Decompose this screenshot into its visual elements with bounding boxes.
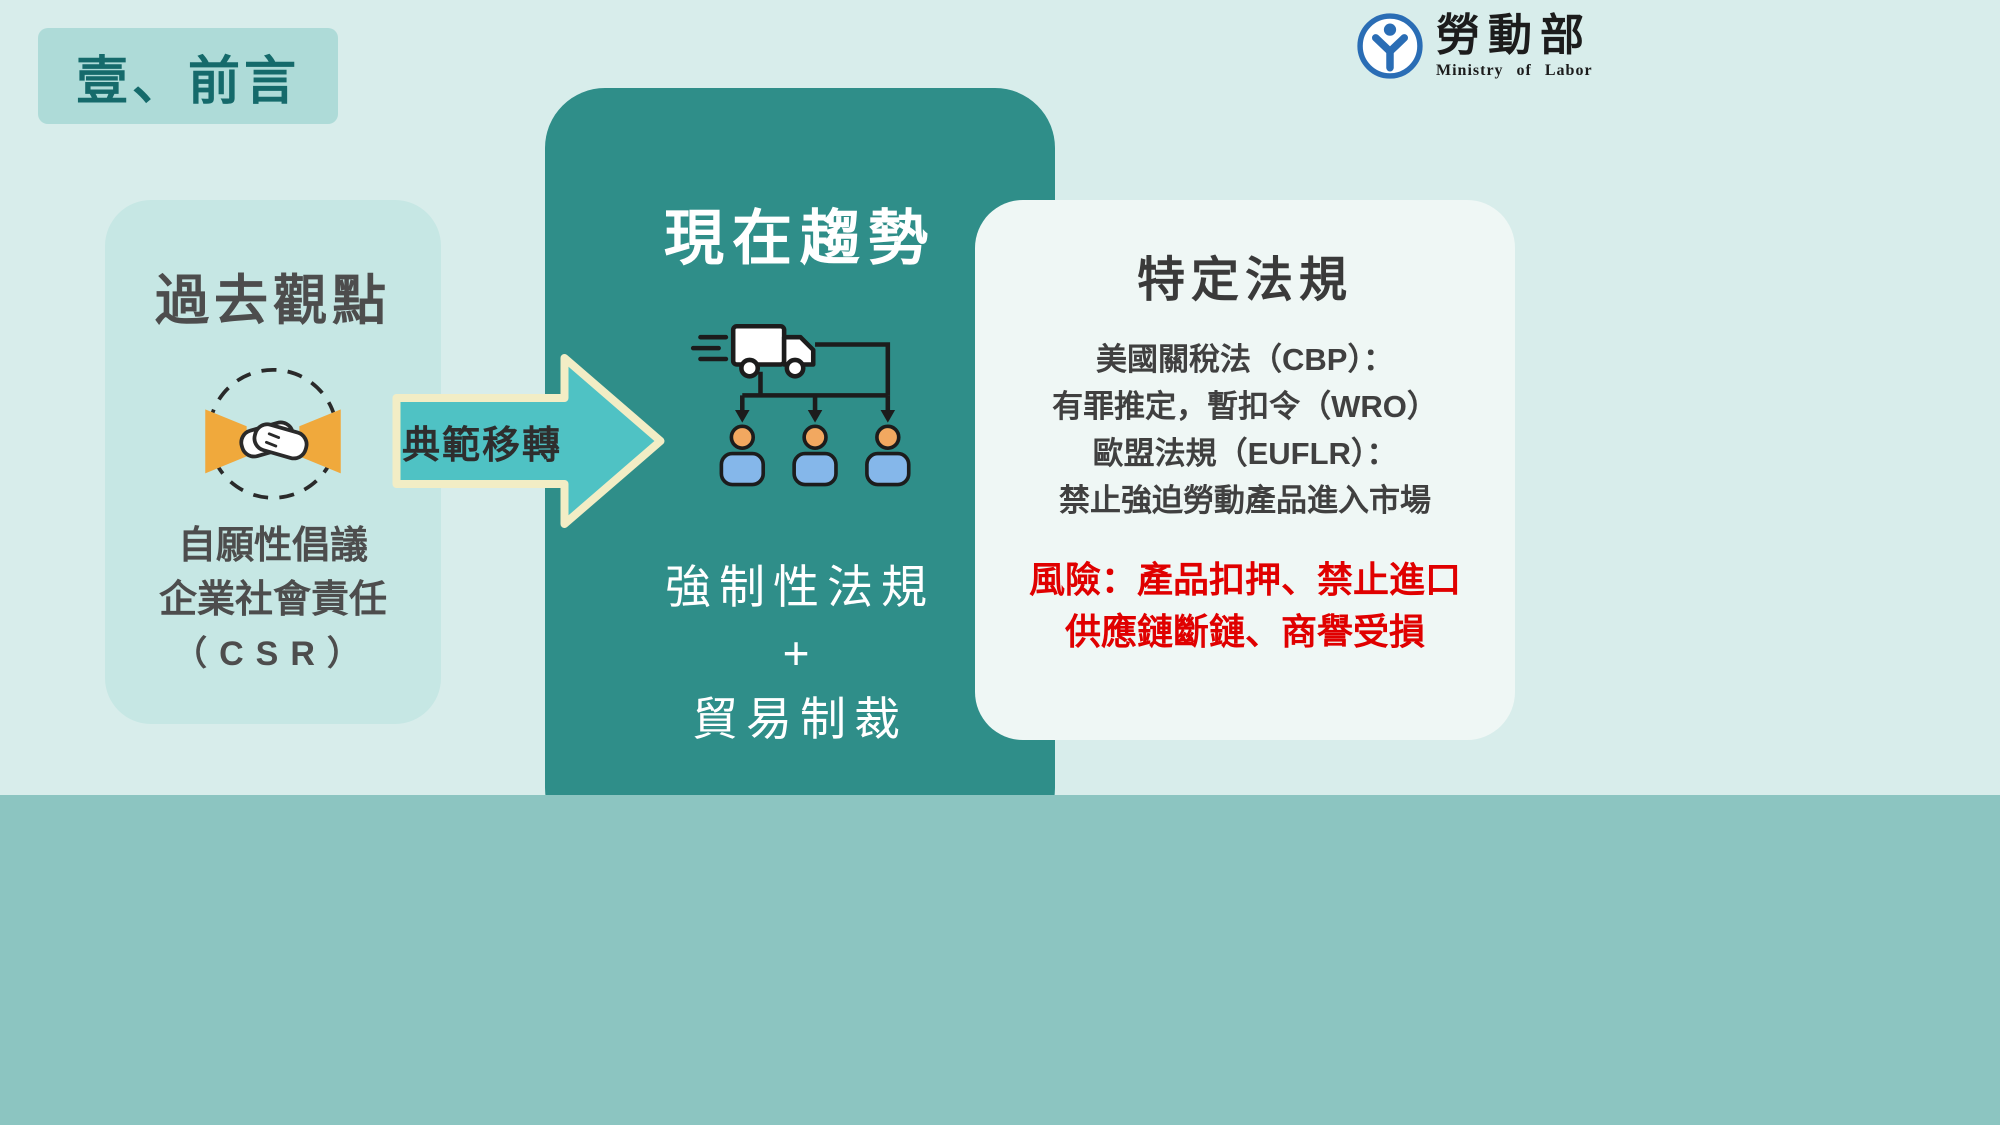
regulation-line: 歐盟法規（EUFLR）： bbox=[1092, 436, 1398, 471]
regulation-card: 特定法規 美國關稅法（CBP）： 有罪推定，暫扣令（WRO） 歐盟法規（EUFL… bbox=[975, 200, 1515, 740]
paradigm-shift-label: 典範移轉 bbox=[401, 424, 562, 467]
past-view-title: 過去觀點 bbox=[155, 271, 391, 331]
paradigm-shift-arrow: 典範移轉 bbox=[392, 346, 668, 536]
logo-texts: 勞動部 Ministry of Labor bbox=[1436, 12, 1593, 80]
csr-line: （CSR） bbox=[173, 635, 373, 673]
risk-line: 供應鏈斷鏈、商譽受損 bbox=[1064, 611, 1425, 652]
past-line: 自願性倡議 bbox=[177, 525, 368, 567]
section-title-badge: 壹、前言 bbox=[38, 28, 338, 124]
footer-band bbox=[0, 795, 2000, 1125]
truck-distribution-icon bbox=[690, 324, 911, 487]
org-name: 勞動部 bbox=[1436, 11, 1592, 60]
current-trend-lines: 強制性法規 + 貿易制裁 bbox=[545, 554, 1055, 752]
current-trend-title: 現在趨勢 bbox=[664, 205, 936, 272]
right-arrow-icon bbox=[392, 354, 665, 528]
ministry-of-labor-logo-icon bbox=[1357, 13, 1423, 79]
trend-plus-sign: + bbox=[782, 627, 818, 679]
handshake-icon bbox=[205, 367, 341, 500]
trend-line: 貿易制裁 bbox=[692, 693, 908, 745]
trend-line: 強制性法規 bbox=[665, 561, 935, 613]
past-view-lines: 自願性倡議 企業社會責任 （CSR） bbox=[105, 519, 441, 681]
ministry-logo: 勞動部 Ministry of Labor bbox=[1356, 12, 1593, 80]
regulation-line: 美國關稅法（CBP）： bbox=[1096, 342, 1394, 377]
regulation-title: 特定法規 bbox=[1136, 254, 1353, 307]
past-view-card: 過去觀點 自願性倡議 企業社會責任 （CSR） bbox=[105, 200, 441, 724]
regulation-risk: 風險：產品扣押、禁止進口 供應鏈斷鏈、商譽受損 bbox=[975, 554, 1515, 658]
regulation-line: 有罪推定，暫扣令（WRO） bbox=[1052, 389, 1438, 424]
org-name-en: Ministry of Labor bbox=[1436, 62, 1593, 79]
past-line: 企業社會責任 bbox=[158, 579, 387, 621]
regulation-line: 禁止強迫勞動產品進入市場 bbox=[1059, 483, 1431, 518]
risk-line: 風險：產品扣押、禁止進口 bbox=[1028, 559, 1461, 600]
regulation-body: 美國關稅法（CBP）： 有罪推定，暫扣令（WRO） 歐盟法規（EUFLR）： 禁… bbox=[975, 336, 1515, 524]
section-title: 壹、前言 bbox=[75, 52, 300, 111]
